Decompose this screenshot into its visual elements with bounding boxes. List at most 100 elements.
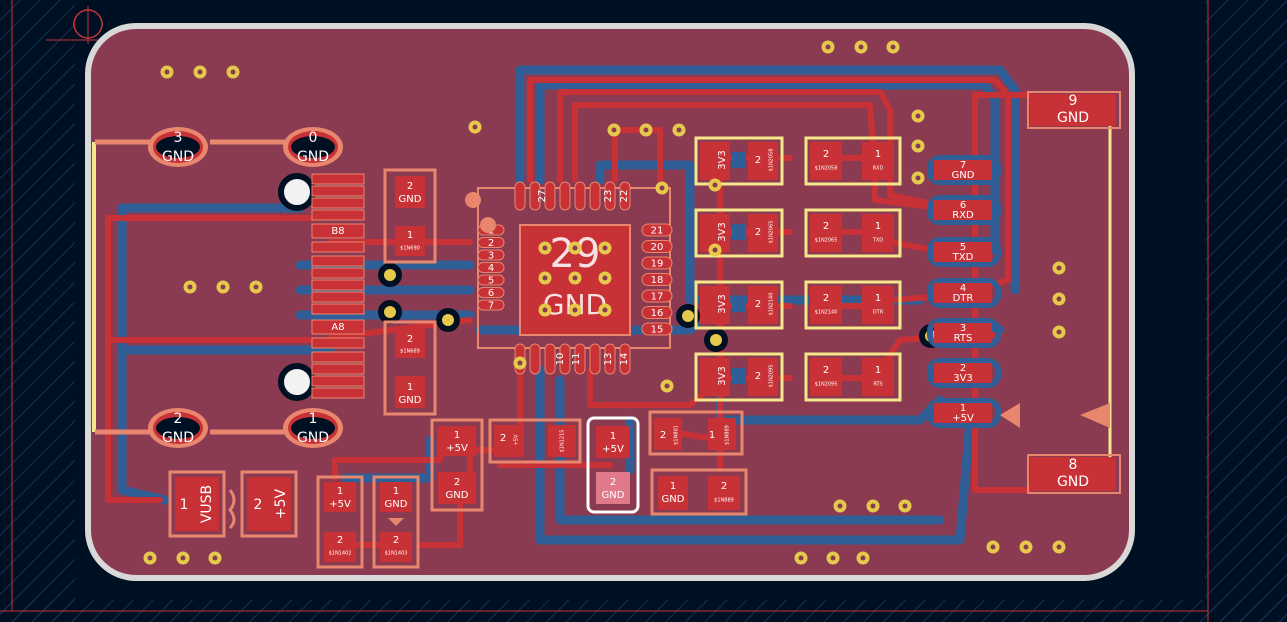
led-pad-num: 2 — [755, 155, 761, 166]
ic-pin — [589, 181, 601, 211]
led-pad-num: 2 — [755, 299, 761, 310]
via — [249, 280, 263, 294]
svg-text:2: 2 — [393, 535, 399, 546]
led-anode-net: 3V3 — [717, 366, 728, 386]
usb-pad-num: 2 — [174, 411, 183, 427]
svg-text:$1N801: $1N801 — [674, 425, 680, 445]
via — [160, 65, 174, 79]
svg-text:2: 2 — [407, 181, 413, 192]
svg-text:$1N689: $1N689 — [400, 349, 420, 355]
capacitor-usb-bottom: 2 $1N689 1 GND — [383, 320, 437, 416]
header-pad-9: 9 GND — [1027, 91, 1121, 129]
via — [513, 356, 527, 370]
ic-pin-label: 20 — [651, 242, 664, 253]
via — [854, 40, 868, 54]
capacitor-usb-top: 2 GND 1 $1N690 — [383, 168, 437, 264]
resistor-1n801: 2 $1N801 1 $1N889 — [648, 410, 744, 456]
led-anode-net: 3V3 — [717, 222, 728, 242]
svg-text:2: 2 — [254, 497, 263, 513]
resistor-pad-num: 2 — [823, 365, 829, 376]
ic-pin: 4 — [477, 262, 505, 274]
via — [226, 65, 240, 79]
right-hatch-margin — [1205, 0, 1287, 622]
ic-pin-label: 2 — [488, 238, 494, 249]
via — [708, 243, 722, 257]
ic-pin-label: 23 — [603, 190, 614, 203]
ic-pin1-marker — [465, 192, 481, 208]
svg-text:1: 1 — [407, 382, 413, 393]
ic-pin1-marker — [480, 217, 496, 233]
svg-text:GND: GND — [399, 395, 422, 406]
svg-text:+5V: +5V — [446, 443, 468, 454]
via-large — [436, 308, 460, 332]
ic-pin — [604, 181, 616, 211]
usb-mount-pad-1: 1 GND — [283, 408, 343, 448]
via — [538, 241, 552, 255]
ic-left-pins: 1234567 — [477, 224, 505, 312]
led-anode-net: 3V3 — [717, 150, 728, 170]
capacitor-5v-left: 1 +5V 2 GND — [430, 418, 484, 512]
svg-text:+5V: +5V — [602, 444, 624, 455]
ic-pin: 21 — [641, 223, 673, 237]
via — [826, 551, 840, 565]
via-large — [378, 300, 402, 324]
svg-text:2: 2 — [407, 334, 413, 345]
header-pin-num: 7 — [960, 160, 966, 171]
header-arrow-icon — [1080, 403, 1110, 428]
via — [1052, 261, 1066, 275]
via — [468, 120, 482, 134]
usb-pin-label-a8: A8 — [331, 322, 344, 333]
via — [568, 303, 582, 317]
via — [1052, 325, 1066, 339]
resistor-net-name: RXD — [873, 166, 884, 172]
via — [1052, 540, 1066, 554]
header-arrow-icon — [1000, 403, 1020, 428]
header-pin: 1+5V — [927, 398, 1001, 428]
ic-pin-label: 4 — [488, 263, 494, 274]
capacitor-gnd-1n889: 1 GND 2 $1N889 — [650, 468, 748, 516]
via — [911, 109, 925, 123]
header-pin-num: 3 — [960, 323, 966, 334]
svg-text:1: 1 — [407, 230, 413, 241]
header-pin-num: 2 — [960, 363, 966, 374]
ic-pin-label: 7 — [488, 301, 494, 312]
svg-text:8: 8 — [1069, 457, 1078, 473]
via — [911, 139, 925, 153]
svg-text:+5V: +5V — [273, 488, 289, 519]
ic-pin-label: 18 — [651, 275, 664, 286]
via — [794, 551, 808, 565]
usb-pad-num: 1 — [309, 411, 318, 427]
ic-pin: 6 — [477, 287, 505, 299]
usb-mount-pad-0: 0 GND — [283, 127, 343, 167]
svg-text:GND: GND — [385, 499, 408, 510]
resistor-net-name: DTR — [873, 310, 884, 316]
header-pad-8: 8 GND — [1027, 454, 1121, 494]
led-pad-num: 2 — [755, 227, 761, 238]
via — [538, 271, 552, 285]
ic-pin — [559, 181, 571, 211]
via — [821, 40, 835, 54]
resistor-net-label: $1N2058 — [815, 166, 838, 172]
header-pin-net: RXD — [952, 210, 974, 221]
capacitor-5v-selected[interactable]: 1 +5V 2 GND — [586, 416, 640, 514]
ic-pin-label: 15 — [651, 325, 664, 336]
via — [607, 123, 621, 137]
ic-pin — [574, 181, 586, 211]
resistor-net-label: $1N2065 — [815, 238, 838, 244]
ic-pin-label: 3 — [488, 251, 494, 262]
via — [911, 171, 925, 185]
via — [856, 551, 870, 565]
usb-signal-pads — [311, 173, 365, 399]
usb-pad-net: GND — [297, 430, 329, 446]
via — [598, 271, 612, 285]
svg-text:2: 2 — [454, 477, 460, 488]
svg-text:1: 1 — [610, 431, 616, 442]
header-pin-net: +5V — [952, 413, 974, 424]
resistor-pad-num: 2 — [823, 149, 829, 160]
